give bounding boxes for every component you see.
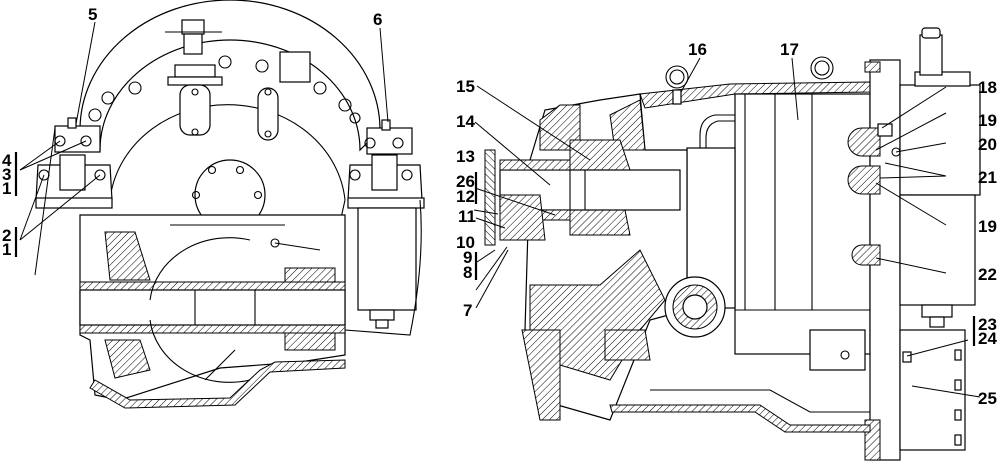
callout-22: 22 (978, 265, 997, 284)
callout-12: 12 (456, 187, 475, 206)
callout-4: 4 (2, 151, 12, 170)
callout-25: 25 (978, 389, 997, 408)
callout-10: 10 (456, 233, 475, 252)
callout-6: 6 (373, 10, 382, 29)
motor-housing (639, 56, 871, 355)
section-view-leaders (473, 57, 981, 398)
callout-13: 13 (456, 147, 475, 166)
callout-26: 26 (456, 172, 475, 191)
right-filter (336, 119, 425, 336)
callout-17: 17 (780, 40, 799, 59)
callout-20: 20 (978, 135, 997, 154)
callout-9: 9 (463, 248, 472, 267)
callout-labels: 5 6 4 3 1 2 1 15 14 13 26 12 11 10 9 8 7… (2, 5, 997, 408)
callout-21: 21 (978, 168, 997, 187)
callout-19-upper: 19 (978, 111, 997, 130)
lower-gearbox (79, 214, 346, 409)
callout-16: 16 (688, 40, 707, 59)
gearbox-assembly (484, 93, 871, 433)
callout-14: 14 (456, 112, 475, 131)
callout-2: 2 (2, 226, 11, 245)
left-filter (35, 117, 113, 209)
callout-1-lower: 1 (2, 240, 11, 259)
callout-15: 15 (456, 77, 475, 96)
callout-5: 5 (88, 5, 97, 24)
callout-24: 24 (978, 329, 997, 348)
callout-3: 3 (2, 165, 11, 184)
section-view (473, 27, 981, 461)
callout-8: 8 (463, 263, 472, 282)
front-view-leaders (19, 21, 389, 276)
callout-23: 23 (978, 315, 997, 334)
front-view (19, 0, 425, 409)
callout-19-lower: 19 (978, 217, 997, 236)
central-disc (191, 159, 266, 231)
callout-11: 11 (458, 207, 476, 226)
top-lever (165, 19, 279, 141)
callout-7: 7 (463, 301, 472, 320)
callout-18: 18 (978, 78, 997, 97)
callout-1-upper: 1 (2, 179, 11, 198)
